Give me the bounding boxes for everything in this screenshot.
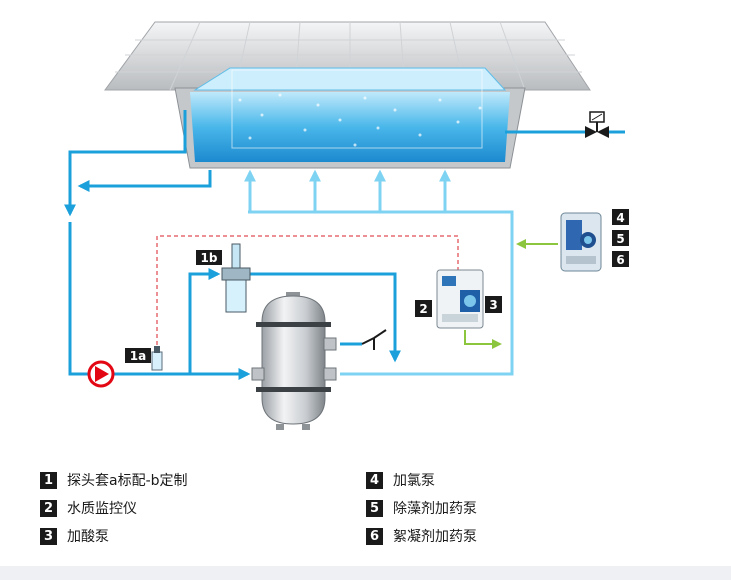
legend-item-2: 2 水质监控仪 (40, 498, 137, 518)
legend-num-4: 4 (366, 471, 383, 489)
legend-num-6: 6 (366, 527, 383, 545)
legend-num-3: 3 (40, 527, 57, 545)
marker-2-text: 2 (419, 302, 427, 316)
legend-num-1: 1 (40, 471, 57, 489)
marker-4: 4 (612, 209, 629, 225)
legend-item-4: 4 加氯泵 (366, 470, 435, 490)
legend-num-5: 5 (366, 499, 383, 517)
legend-text-3: 加酸泵 (67, 529, 109, 545)
marker-1a: 1a (125, 348, 151, 363)
marker-1b: 1b (196, 250, 222, 265)
pool-basin (174, 67, 526, 169)
legend-text-4: 加氯泵 (393, 473, 435, 489)
dosing-pumps (560, 212, 602, 272)
legend-item-5: 5 除藻剂加药泵 (366, 498, 477, 518)
legend-num-2: 2 (40, 499, 57, 517)
marker-6: 6 (612, 251, 629, 267)
marker-5-text: 5 (616, 232, 624, 246)
legend-item-6: 6 絮凝剂加药泵 (366, 526, 477, 546)
marker-1a-text: 1a (130, 349, 146, 363)
marker-3-text: 3 (489, 298, 497, 312)
marker-4-text: 4 (616, 211, 624, 225)
legend-text-6: 絮凝剂加药泵 (393, 529, 477, 545)
marker-5: 5 (612, 230, 629, 246)
drain-symbol (361, 329, 387, 350)
legend-item-3: 3 加酸泵 (40, 526, 109, 546)
marker-6-text: 6 (616, 253, 624, 267)
signal-wire (156, 235, 459, 352)
feed-pipes (244, 169, 514, 376)
marker-2: 2 (415, 300, 432, 317)
marker-3: 3 (485, 296, 502, 313)
probe-housing-1b (221, 243, 251, 313)
return-pipes (64, 110, 625, 380)
legend-text-2: 水质监控仪 (67, 501, 137, 517)
solenoid-valve (585, 111, 609, 138)
legend-text-1: 探头套a标配-b定制 (67, 473, 188, 489)
circulation-pump (87, 360, 115, 388)
marker-1b-text: 1b (201, 251, 218, 265)
filter-tank (251, 292, 337, 430)
probe-1a (151, 346, 163, 371)
legend-item-1: 1 探头套a标配-b定制 (40, 470, 188, 490)
legend-text-5: 除藻剂加药泵 (393, 501, 477, 517)
bottom-bar (0, 566, 731, 580)
dosing-lines (464, 239, 558, 349)
water-quality-controller (436, 269, 484, 329)
